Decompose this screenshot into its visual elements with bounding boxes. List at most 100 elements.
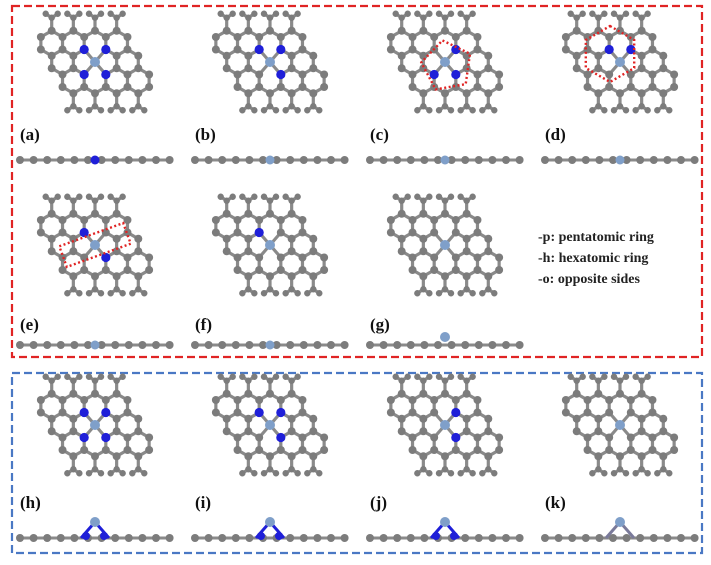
carbon-atom <box>583 396 592 404</box>
carbon-atom <box>320 266 329 274</box>
carbon-atom <box>420 14 427 21</box>
carbon-atom <box>129 107 136 114</box>
carbon-atom <box>434 341 442 349</box>
panel-b: (b) <box>191 10 349 165</box>
carbon-atom <box>255 266 264 274</box>
carbon-atom <box>266 466 274 473</box>
carbon-atom <box>204 534 213 542</box>
metal-atom <box>265 420 275 430</box>
carbon-atom <box>145 266 154 274</box>
panel-label: (b) <box>195 125 216 144</box>
carbon-atom <box>435 470 443 477</box>
carbon-atom <box>124 341 133 349</box>
carbon-atom <box>644 10 651 17</box>
carbon-atom <box>97 470 105 477</box>
carbon-atom <box>426 470 433 477</box>
carbon-atom <box>70 377 77 384</box>
carbon-atom <box>419 389 428 398</box>
carbon-atom <box>119 373 126 380</box>
carbon-atom <box>463 103 470 110</box>
carbon-atom <box>636 534 645 542</box>
carbon-atom <box>609 534 617 542</box>
carbon-atom <box>309 272 318 281</box>
carbon-atom <box>134 272 143 281</box>
carbon-atom <box>451 446 460 454</box>
carbon-atom <box>211 228 220 237</box>
carbon-atom <box>260 373 268 380</box>
carbon-atom <box>16 341 24 349</box>
metal-atom <box>615 420 625 430</box>
carbon-atom <box>435 373 443 380</box>
carbon-atom <box>636 156 645 164</box>
carbon-atom <box>420 286 427 293</box>
carbon-atom <box>610 107 618 114</box>
panel-d: (d) <box>541 10 699 165</box>
carbon-atom <box>462 26 471 35</box>
carbon-atom <box>648 408 657 417</box>
carbon-atom <box>473 446 482 454</box>
carbon-atom <box>123 45 132 54</box>
carbon-atom <box>406 156 415 164</box>
side-view <box>366 332 524 349</box>
carbon-atom <box>58 446 67 454</box>
carbon-atom <box>447 10 455 17</box>
carbon-atom <box>29 156 38 164</box>
carbon-atom <box>622 10 630 17</box>
carbon-atom <box>288 466 295 473</box>
carbon-atom <box>568 156 577 164</box>
carbon-atom <box>386 408 395 417</box>
carbon-atom <box>408 45 417 54</box>
panel-h: (h) <box>16 373 174 542</box>
carbon-atom <box>85 193 93 200</box>
carbon-atom <box>404 10 411 17</box>
carbon-atom <box>495 433 504 442</box>
carbon-atom <box>141 470 148 477</box>
carbon-atom <box>245 197 252 204</box>
carbon-atom <box>485 103 492 110</box>
carbon-atom <box>233 433 242 442</box>
carbon-atom <box>85 107 93 114</box>
carbon-atom <box>70 286 77 293</box>
carbon-atom <box>298 433 307 442</box>
carbon-atom <box>58 266 67 274</box>
carbon-atom <box>69 247 78 256</box>
carbon-atom <box>101 83 110 91</box>
side-view <box>16 517 174 542</box>
carbon-atom <box>404 373 411 380</box>
carbon-atom <box>107 10 114 17</box>
carbon-atom <box>123 33 132 41</box>
carbon-atom <box>463 197 470 204</box>
carbon-atom <box>601 373 608 380</box>
carbon-atom <box>231 156 240 164</box>
carbon-atom <box>251 107 258 114</box>
side-view <box>541 517 699 542</box>
carbon-atom <box>69 209 78 218</box>
carbon-atom <box>287 389 296 398</box>
carbon-atom <box>462 414 471 423</box>
carbon-atom <box>294 470 301 477</box>
carbon-atom <box>135 466 142 473</box>
carbon-atom <box>638 14 645 21</box>
carbon-atom <box>451 216 460 224</box>
carbon-atom <box>304 290 311 297</box>
carbon-atom <box>426 193 433 200</box>
carbon-atom <box>299 156 308 164</box>
carbon-atom <box>298 33 307 41</box>
carbon-atom <box>441 452 449 461</box>
carbon-atom <box>670 70 679 79</box>
carbon-atom <box>447 341 456 349</box>
carbon-atom <box>80 83 89 91</box>
carbon-atom <box>272 10 280 17</box>
carbon-atom <box>430 253 439 262</box>
carbon-atom <box>435 10 443 17</box>
carbon-atom <box>414 290 421 297</box>
carbon-atom <box>419 427 428 436</box>
carbon-atom <box>610 10 618 17</box>
carbon-atom <box>595 103 602 110</box>
carbon-atom <box>408 83 417 91</box>
carbon-atom <box>393 156 402 164</box>
carbon-atom <box>288 14 295 21</box>
carbon-atom <box>76 107 83 114</box>
carbon-atom <box>484 414 493 423</box>
carbon-atom <box>304 107 311 114</box>
